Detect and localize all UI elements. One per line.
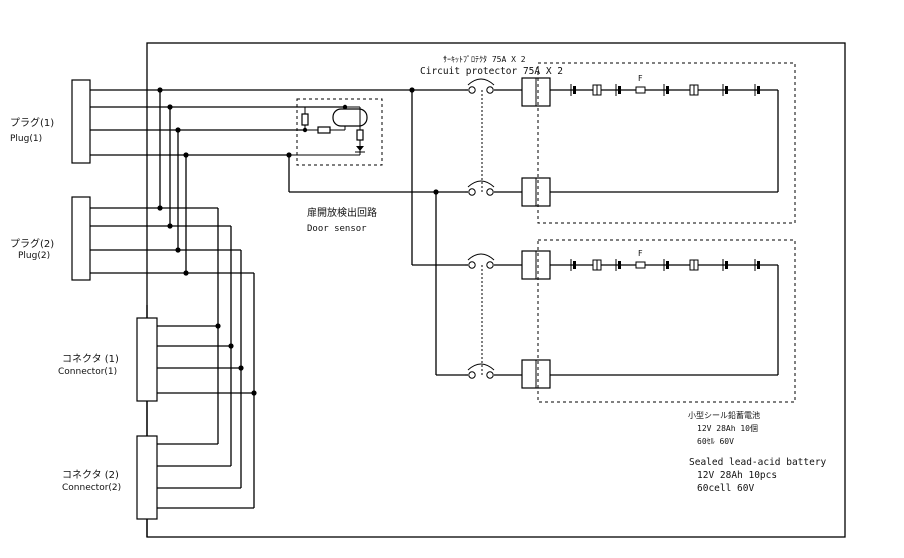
plug-cross-links [157,87,189,276]
fuse-pack2 [635,261,646,269]
battery-pack2-box [537,239,796,403]
circuit-protector-label-en: Circuit protector 75A X 2 [420,66,563,77]
main-distribution [289,87,465,376]
plug1-label-jp: プラグ(1) [10,116,54,129]
plug2-label-en: Plug(2) [18,251,50,261]
battery-note-jp-2: 12V 28Ah 10個 [697,423,758,433]
battery-pack1-string [550,84,779,193]
battery-note-en-2: 12V 28Ah 10pcs [697,470,777,481]
fuse-label-top: F [638,74,643,83]
plug1-label-en: Plug(1) [10,134,42,144]
plug2-label-jp: プラグ(2) [10,237,54,250]
connector-bus [215,208,257,508]
plug2-block [71,196,91,281]
connector1-block [136,317,158,402]
battery-note-en-3: 60cell 60V [697,483,754,494]
plug1-block [71,79,91,164]
battery-note-jp-1: 小型シール鉛蓄電池 [688,410,760,420]
circuit-breakers [465,78,522,379]
connector1-wires [157,325,254,394]
connector2-label-jp: コネクタ (2) [62,469,119,481]
battery-terminals [521,77,551,389]
fuse-label-bottom: F [638,249,643,258]
circuit-protector-label-jp: ｻｰｷｯﾄﾌﾟﾛﾃｸﾀ 75A X 2 [443,55,526,64]
door-sensor-box [296,98,383,166]
battery-note-jp-3: 60ｾﾙ 60V [697,437,734,446]
connector1-label-jp: コネクタ (1) [62,353,119,365]
connector1-label-en: Connector(1) [58,367,117,377]
plug2-wires [90,207,254,274]
door-sensor-label-jp: 扉開放検出回路 [307,206,377,219]
door-sensor-circuit [286,104,368,192]
connector2-wires [157,443,254,509]
battery-pack2-string [550,259,779,376]
battery-pack1-box [537,62,796,224]
battery-note-en-1: Sealed lead-acid battery [689,457,827,468]
plug1-wires [90,89,412,156]
door-sensor-label-en: Door sensor [307,224,367,234]
connector2-block [136,435,158,520]
connector2-label-en: Connector(2) [62,483,121,493]
enclosure-frame [146,42,846,538]
fuse-pack1 [635,86,646,94]
